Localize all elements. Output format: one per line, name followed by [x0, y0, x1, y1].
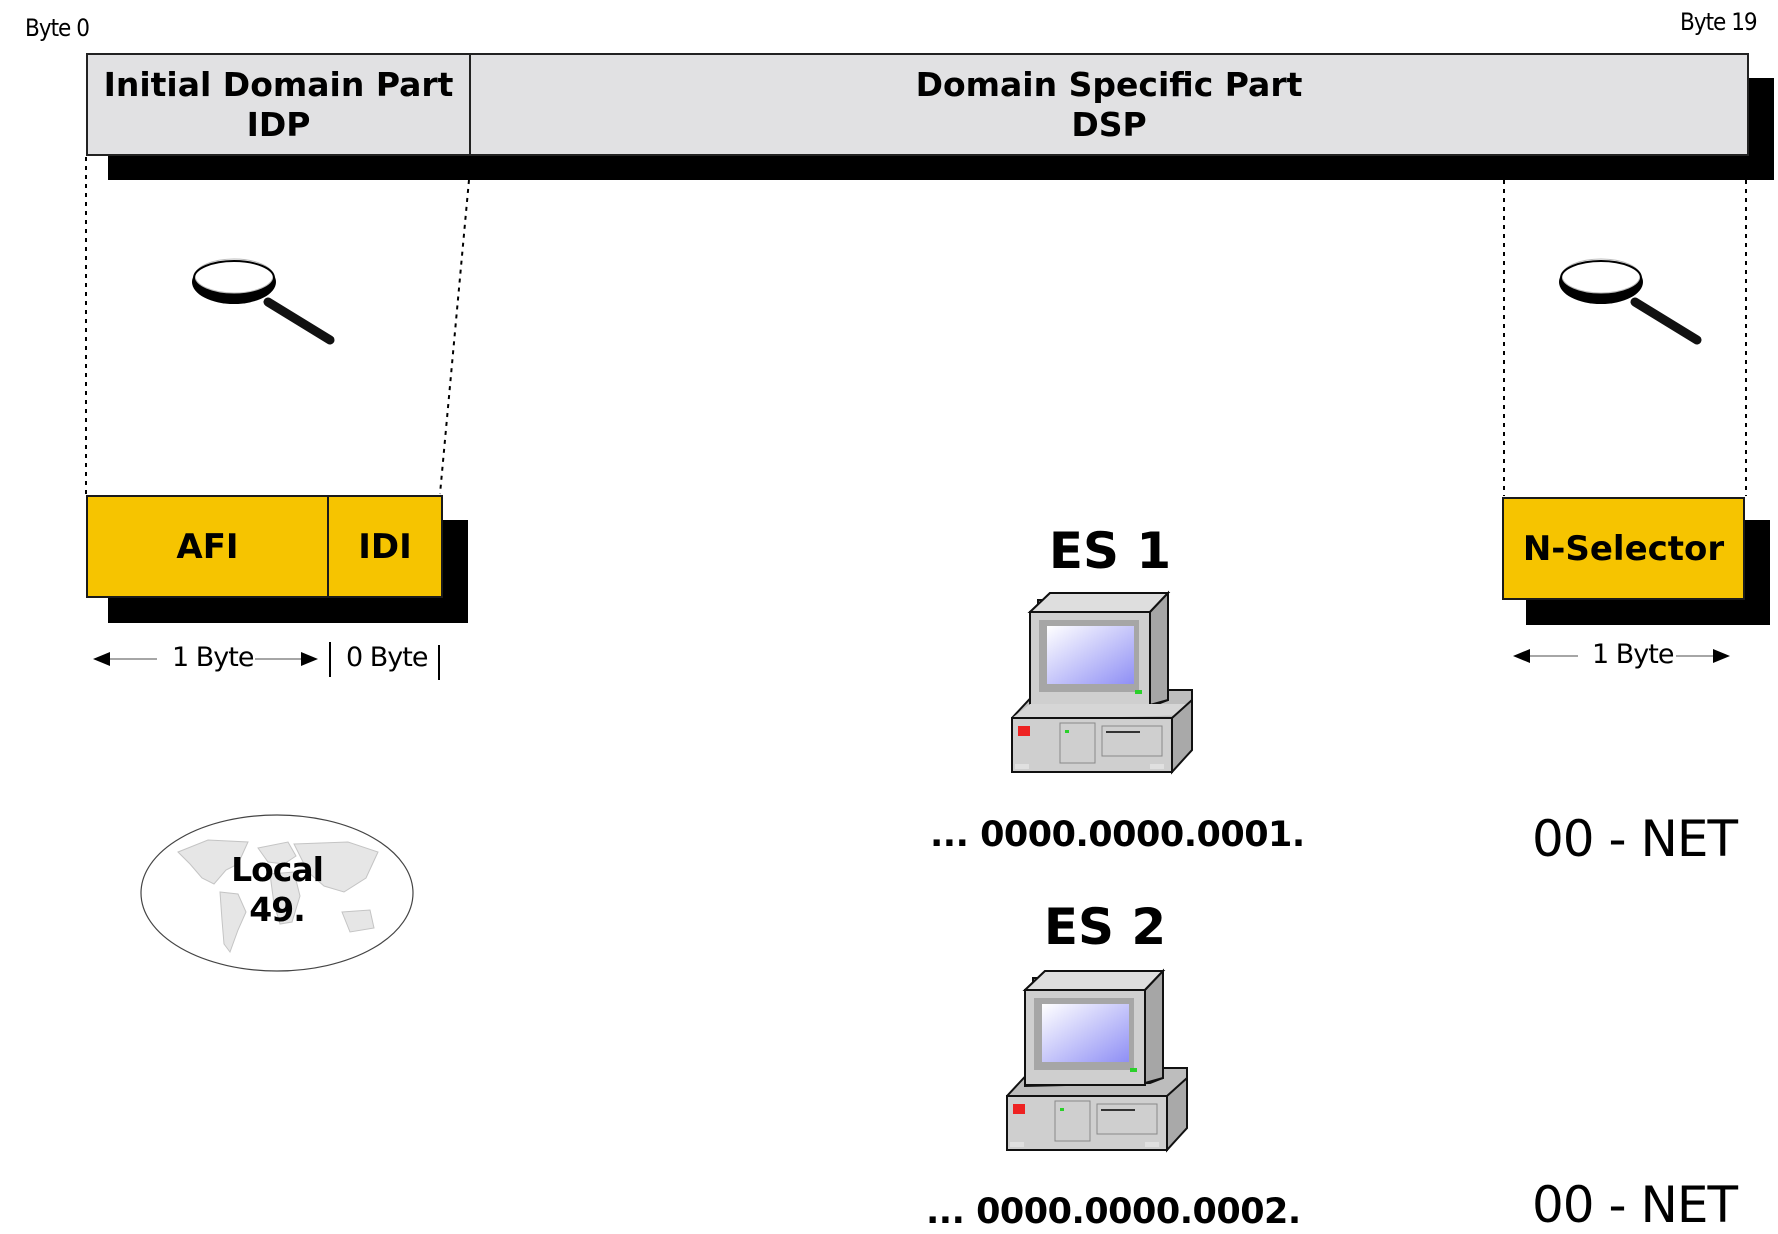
es1-title: ES 1: [1048, 522, 1172, 580]
afi-label: AFI: [176, 526, 239, 567]
es2-title: ES 2: [1043, 898, 1167, 956]
magnifier-icon: [1559, 258, 1702, 345]
afi-size: 1 Byte: [172, 642, 254, 673]
idi-field: IDI: [327, 495, 443, 598]
nsel-label: N-Selector: [1522, 528, 1725, 569]
afi-field: AFI: [86, 495, 329, 598]
dsp-abbr: DSP: [1071, 105, 1147, 144]
idi-label: IDI: [358, 526, 412, 567]
idp-header: Initial Domain Part IDP: [88, 65, 469, 145]
computer-icon: [1006, 968, 1188, 1153]
es1-address: ... 0000.0000.0001.: [930, 815, 1305, 855]
magnifier-icon: [192, 258, 335, 345]
dsp-title: Domain Specific Part: [915, 65, 1303, 104]
idi-size: 0 Byte: [346, 642, 428, 673]
nsap-header-bar: Initial Domain Part IDP Domain Specific …: [86, 53, 1749, 156]
byte-start-label: Byte 0: [25, 14, 90, 42]
es2-address: ... 0000.0000.0002.: [926, 1192, 1301, 1232]
afi-value: Local 49.: [138, 850, 416, 930]
world-map-icon: [140, 814, 414, 972]
dsp-header: Domain Specific Part DSP: [471, 65, 1747, 145]
afi-value-line2: 49.: [249, 890, 305, 929]
es2-nsel-value: 00 - NET: [1532, 1176, 1738, 1234]
nsel-dimension-arrows: [1513, 649, 1730, 663]
afi-value-line1: Local: [231, 850, 324, 889]
afi-dimension-arrows: [93, 642, 440, 680]
nsel-size: 1 Byte: [1592, 639, 1674, 670]
nsel-field: N-Selector: [1502, 497, 1745, 600]
byte-end-label: Byte 19: [1680, 8, 1758, 36]
es1-nsel-value: 00 - NET: [1532, 810, 1738, 868]
idp-title: Initial Domain Part: [103, 65, 454, 104]
idp-dsp-divider: [469, 55, 471, 155]
idp-right-guide: [439, 179, 470, 495]
computer-icon: [1011, 590, 1193, 775]
idp-abbr: IDP: [246, 105, 311, 144]
